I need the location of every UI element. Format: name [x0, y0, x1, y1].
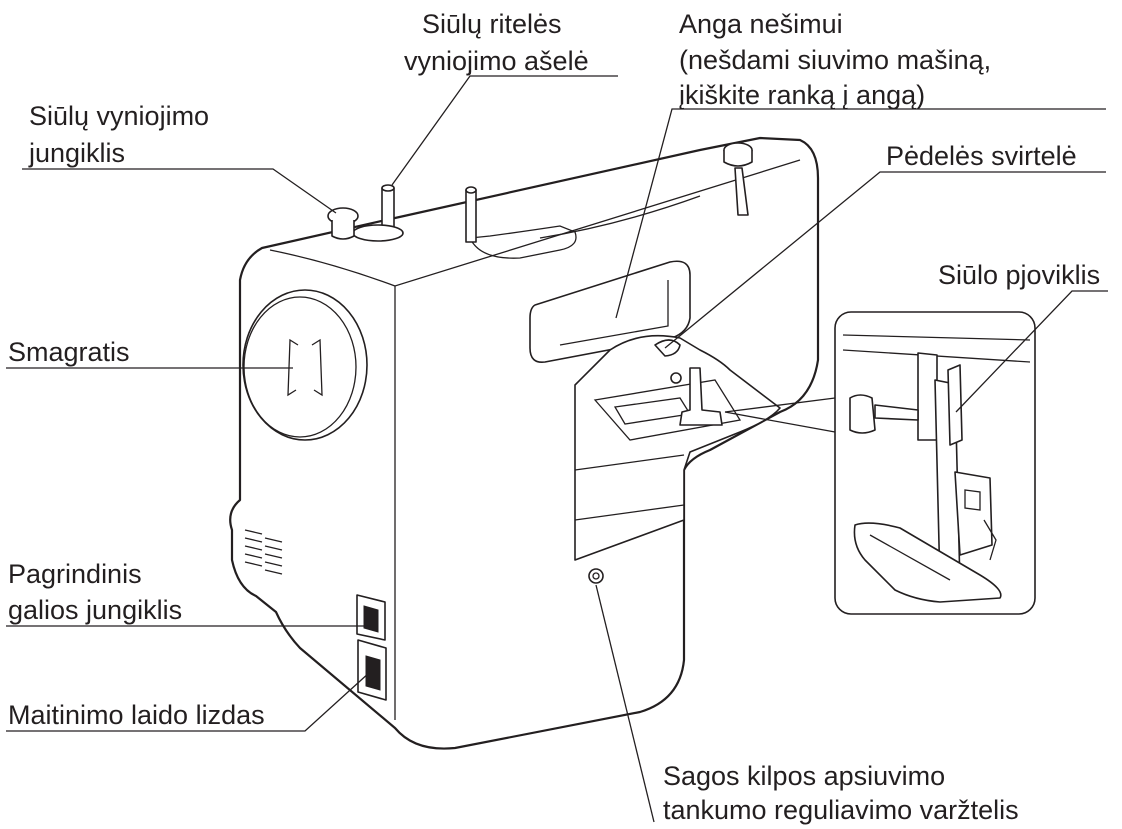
- label-thread-cutter: Siūlo pjoviklis: [938, 260, 1100, 290]
- label-carrying-handle-line1: Anga nešimui: [679, 9, 843, 39]
- handwheel-part: [242, 289, 368, 441]
- leader-bobbin-winder-shaft: [391, 75, 618, 186]
- machine-body: [229, 136, 820, 750]
- needle-area-opening: [574, 334, 781, 561]
- leader-winding-switch: [22, 168, 337, 214]
- leader-thread-cutter: [955, 290, 1108, 413]
- label-presser-foot-lever: Pėdelės svirtelė: [886, 141, 1077, 171]
- buttonhole-screw-part: [588, 568, 604, 584]
- sewing-machine-illustration: [229, 136, 1036, 750]
- label-buttonhole-screw-line2: tankumo reguliavimo varžtelis: [663, 795, 1019, 825]
- label-power-cord-socket: Maitinimo laido lizdas: [8, 700, 265, 730]
- leader-presser-foot-lever: [664, 171, 1106, 349]
- leader-power-cord-socket: [6, 671, 371, 732]
- label-winding-switch-line2: jungiklis: [28, 138, 125, 168]
- label-main-power-switch-line1: Pagrindinis: [8, 559, 142, 589]
- presser-foot-lever-part: [654, 339, 681, 357]
- needle-screw: [670, 372, 682, 384]
- leader-carrying-handle: [615, 108, 1106, 319]
- leader-buttonhole-screw: [595, 584, 655, 823]
- label-bobbin-winder-shaft-line1: Siūlų ritelės: [422, 9, 562, 39]
- label-carrying-handle-line3: įkiškite ranką į angą): [679, 80, 925, 110]
- label-winding-switch-line1: Siūlų vyniojimo: [29, 101, 209, 131]
- presser-foot: [679, 367, 723, 426]
- label-bobbin-winder-shaft-line2: vyniojimo ašelė: [404, 46, 589, 76]
- label-carrying-handle-line2: (nešdami siuvimo mašiną,: [679, 45, 991, 75]
- thread-cutter-inset: [834, 311, 1036, 615]
- vent-grille: [244, 529, 283, 575]
- label-handwheel: Smagratis: [8, 337, 130, 367]
- label-buttonhole-screw-line1: Sagos kilpos apsiuvimo: [663, 761, 945, 791]
- spool-pin-part: [465, 189, 477, 243]
- label-main-power-switch-line2: galios jungiklis: [8, 595, 182, 625]
